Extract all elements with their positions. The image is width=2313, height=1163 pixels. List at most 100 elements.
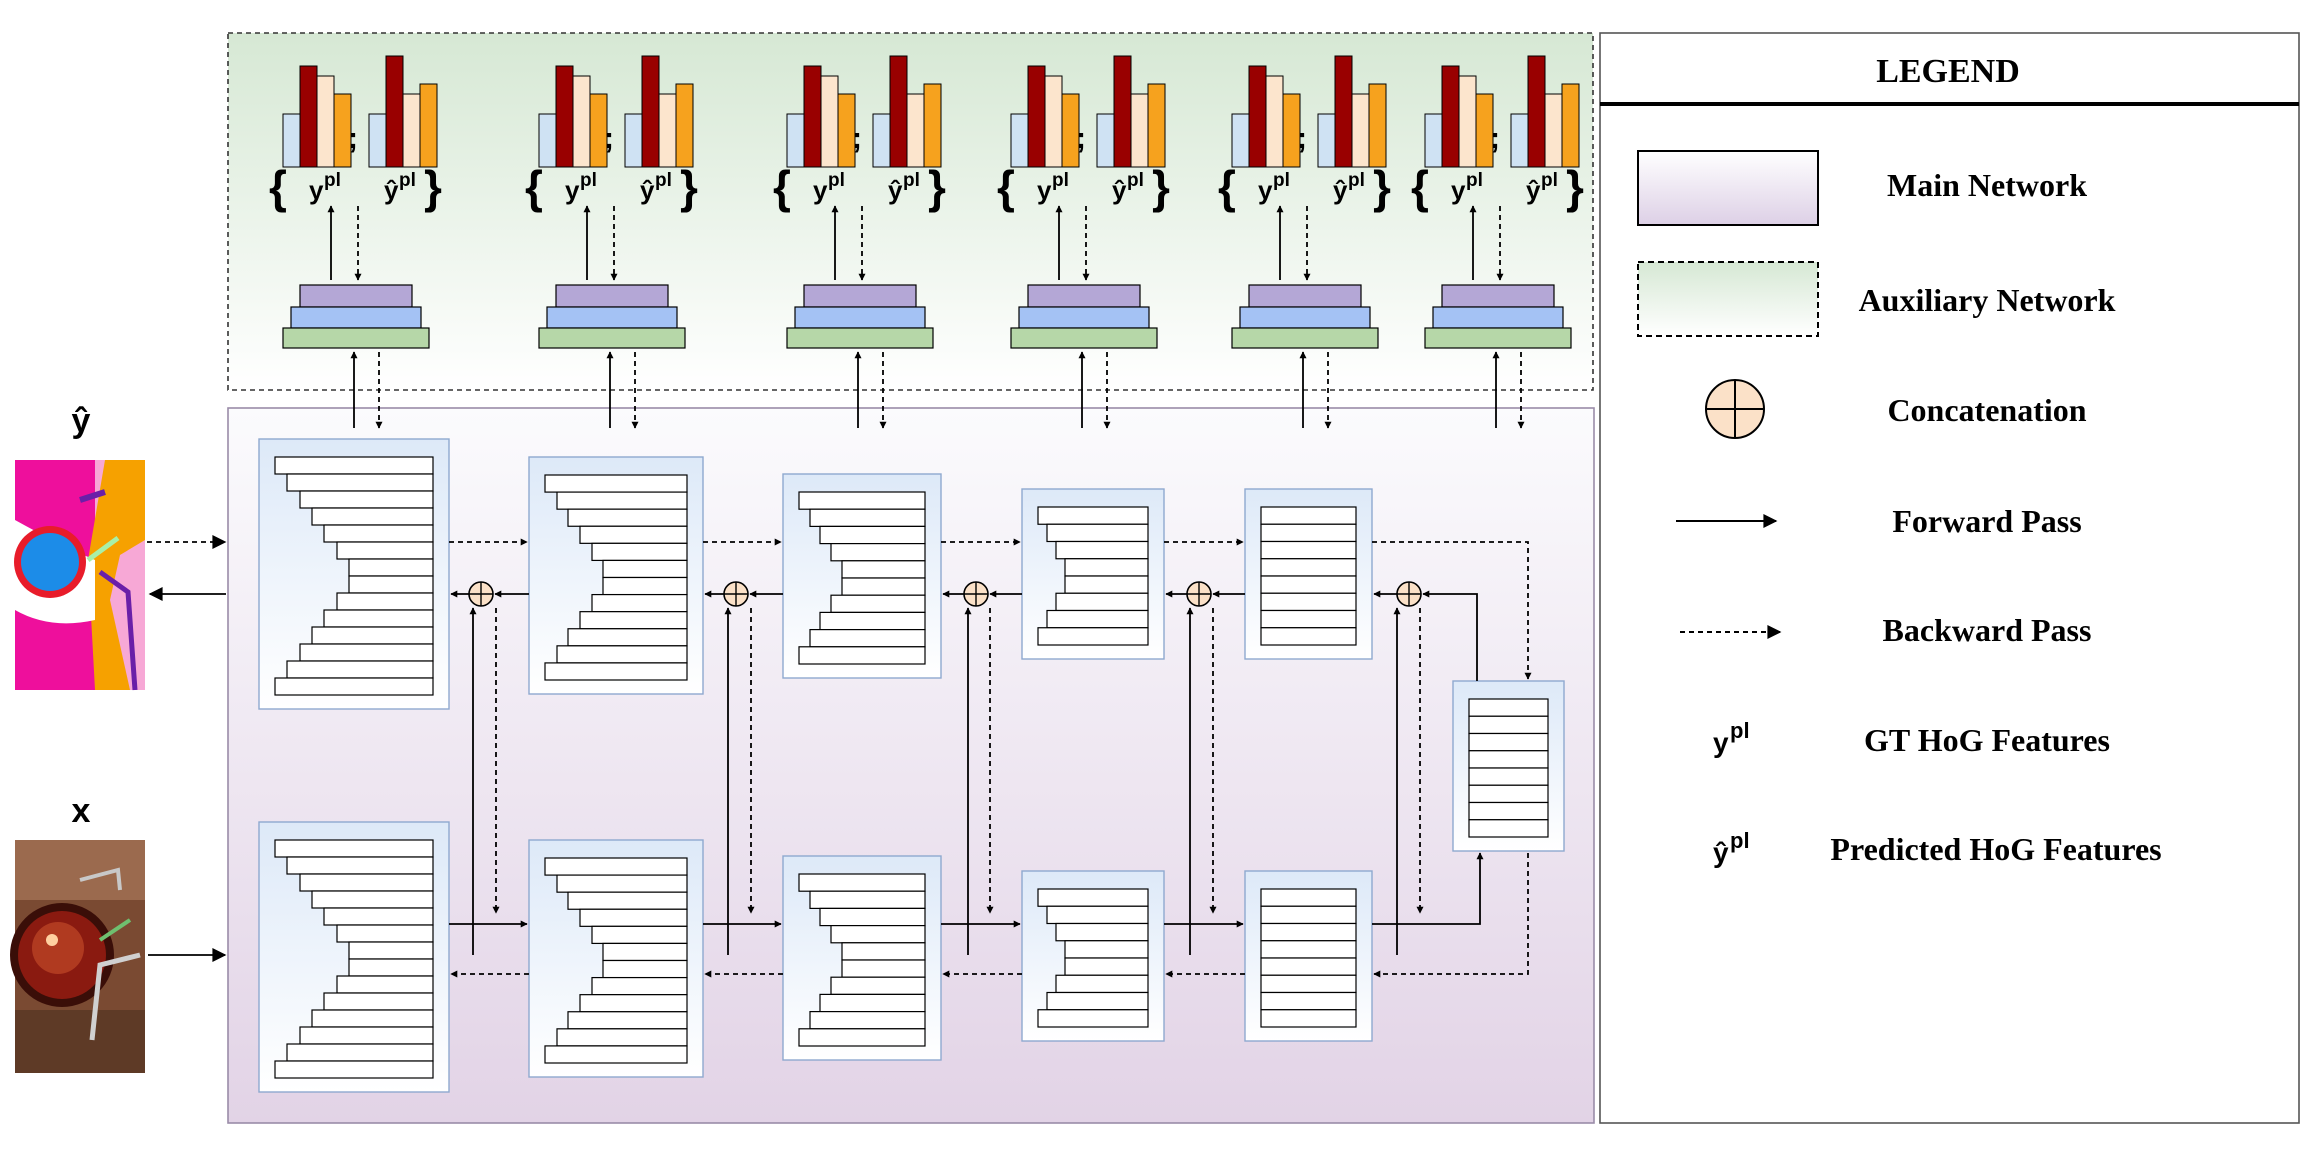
feature-layer (841, 942, 926, 961)
svg-text:{: { (269, 161, 287, 213)
feature-layer (286, 856, 434, 875)
histogram-bar (1441, 65, 1460, 168)
feature-layer (348, 575, 434, 594)
svg-text:pl: pl (1730, 718, 1750, 743)
feature-layer (311, 1009, 434, 1028)
histogram-bar (1424, 113, 1443, 168)
feature-layer (579, 611, 688, 630)
head-layer-top (1248, 284, 1362, 308)
concatenation-icon (1186, 581, 1212, 607)
feature-layer (830, 542, 926, 562)
svg-text:}: } (1152, 161, 1170, 213)
feature-layer (1037, 1009, 1149, 1028)
feature-layer (336, 975, 434, 994)
histogram-bar (368, 113, 387, 168)
histogram-bar (1231, 113, 1250, 168)
separator-label: ; (348, 122, 358, 155)
hog-histogram-pair: ; (282, 55, 438, 168)
decoder-block-2 (528, 456, 704, 695)
head-layer-bottom (282, 327, 430, 349)
histogram-bar (1248, 65, 1267, 168)
svg-text:y: y (1451, 175, 1466, 205)
svg-text:{: { (773, 161, 791, 213)
feature-layer (1260, 905, 1357, 925)
feature-layer (602, 559, 688, 579)
concatenation-icon (963, 581, 989, 607)
feature-layer (819, 525, 926, 545)
svg-text:ŷ: ŷ (384, 175, 399, 205)
histogram-bar (385, 55, 404, 168)
feature-layer (579, 994, 688, 1013)
feature-layer (841, 577, 926, 596)
histogram-bar (402, 93, 421, 168)
feature-layer (311, 507, 434, 526)
histogram-bar (1351, 93, 1370, 168)
feature-layer (323, 992, 434, 1011)
encoder-block-2 (528, 839, 704, 1078)
head-layer-top (555, 284, 669, 308)
feature-layer (274, 839, 434, 858)
histogram-bar (803, 65, 822, 168)
feature-layer (830, 976, 926, 996)
y-hat-pl-symbol: ŷ pl (1713, 828, 1750, 868)
separator-label: ; (1297, 122, 1307, 155)
histogram-bar (1475, 93, 1494, 168)
decoder-block-3 (782, 473, 942, 679)
feature-layer (1260, 991, 1357, 1011)
forward-arrow (1372, 852, 1484, 925)
feature-layer (1468, 819, 1549, 838)
encoder-block-1 (258, 821, 450, 1093)
svg-text:ŷ: ŷ (1333, 175, 1348, 205)
feature-layer (299, 873, 434, 892)
head-layer-bottom (1424, 327, 1572, 349)
histogram-bar (1113, 55, 1132, 168)
head-layer-middle (1239, 306, 1371, 329)
feature-layer (336, 924, 434, 943)
feature-layer (1055, 540, 1149, 560)
svg-text:{: { (997, 161, 1015, 213)
concatenation-icon (468, 581, 494, 607)
feature-layer (1468, 732, 1549, 752)
histogram-bar (1061, 93, 1080, 168)
decoder-block-1 (258, 438, 450, 710)
head-layer-bottom (1231, 327, 1379, 349)
feature-layer (1468, 784, 1549, 804)
svg-text:pl: pl (1052, 170, 1069, 191)
svg-text:pl: pl (1348, 170, 1365, 191)
svg-text:pl: pl (1127, 170, 1144, 191)
svg-text:pl: pl (655, 170, 672, 191)
feature-layer (1055, 922, 1149, 942)
feature-layer (1064, 558, 1149, 577)
histogram-bar (1510, 113, 1529, 168)
hog-histogram-pair: ; (1231, 55, 1387, 168)
feature-layer (819, 611, 926, 631)
histogram-bar (1147, 83, 1166, 168)
concatenation-icon (723, 581, 749, 607)
histogram-bar (419, 83, 438, 168)
svg-text:}: } (680, 161, 698, 213)
auxiliary-network-swatch (1637, 261, 1819, 337)
histogram-bar (1265, 75, 1284, 168)
feature-layer (286, 660, 434, 679)
feature-layer (1037, 888, 1149, 907)
svg-text:ŷ: ŷ (1713, 837, 1729, 868)
svg-text:}: } (1373, 161, 1391, 213)
feature-layer (1260, 974, 1357, 994)
feature-layer (809, 628, 926, 648)
feature-layer (1260, 609, 1357, 629)
feature-layer (348, 558, 434, 577)
svg-text:ŷ: ŷ (888, 175, 903, 205)
histogram-bar (872, 113, 891, 168)
histogram-bar (1334, 55, 1353, 168)
feature-layer (579, 525, 688, 544)
head-layer-middle (546, 306, 678, 329)
feature-layer (819, 993, 926, 1013)
histogram-bar (1096, 113, 1115, 168)
decoder-block-5 (1244, 488, 1373, 660)
head-layer-middle (794, 306, 926, 329)
